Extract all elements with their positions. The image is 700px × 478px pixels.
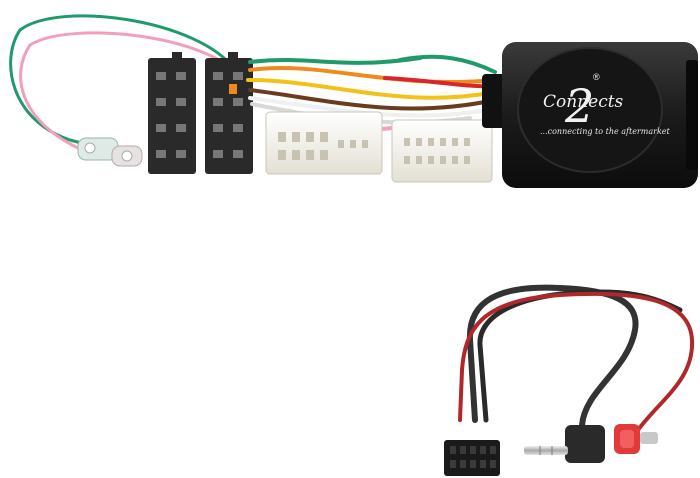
brand-tagline: ...connecting to the aftermarket [540, 127, 671, 136]
interface-module-icon: 2 Connects ® ...connecting to the afterm… [482, 42, 698, 188]
cable-red [458, 291, 695, 432]
iso-connector-icon [148, 52, 253, 174]
spade-terminal-icon [77, 137, 143, 167]
patch-lead [444, 284, 695, 476]
wire-bundle [246, 54, 497, 132]
brand-logo-numeral: 2 [564, 79, 594, 133]
wire-pink-loop [19, 31, 242, 158]
registered-mark: ® [593, 72, 600, 82]
cable-black [466, 284, 639, 428]
stereo-jack-icon [524, 425, 605, 463]
wire-green-loop [9, 14, 237, 150]
red-spade-icon [614, 424, 658, 454]
ribbon-connector-icon [444, 440, 500, 476]
cable-black-2 [477, 289, 683, 423]
main-harness: 2 Connects ® ...connecting to the afterm… [9, 14, 698, 188]
brand-name: Connects [543, 92, 624, 112]
oem-connector-icon [265, 111, 493, 183]
